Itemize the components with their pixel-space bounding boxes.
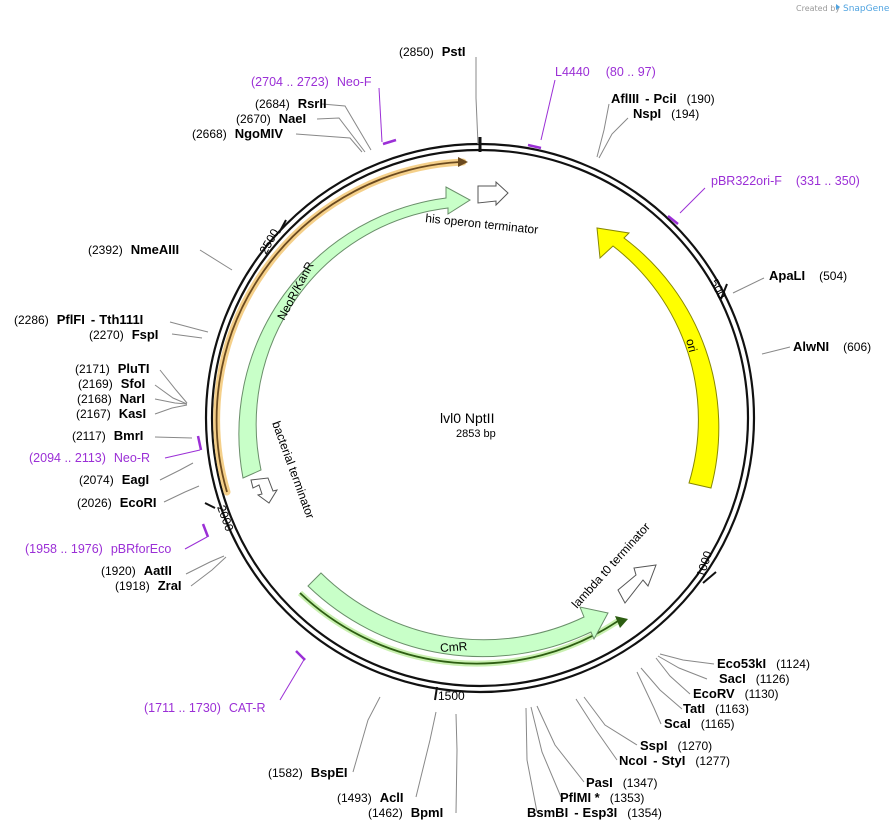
enzyme-sspi: SspI(1270) xyxy=(640,738,712,753)
snapgene-logo-icon xyxy=(836,4,840,10)
primer-neo-f: (2704 .. 2723)Neo-F xyxy=(251,75,372,89)
enzyme-pluti: (2171)PluTI xyxy=(75,361,149,376)
ori-label: ori xyxy=(683,337,700,354)
primer-pbr322ori-f: pBR322ori-F(331 .. 350) xyxy=(711,174,860,188)
enzyme-saci: SacI(1126) xyxy=(719,671,790,686)
ori-arrow xyxy=(596,227,720,489)
his-operon-terminator-label: his operon terminator xyxy=(425,211,539,237)
credit-prefix: Created by xyxy=(796,4,840,13)
lambda-t0-terminator-label: lambda t0 terminator xyxy=(569,520,653,611)
cmr-binding-line xyxy=(299,592,619,665)
neo-binding-region-arrowhead xyxy=(458,157,468,167)
primer-marks xyxy=(196,138,679,661)
enzyme-nari: (2168)NarI xyxy=(77,391,145,406)
tick-label-2000: 2000 xyxy=(214,503,236,533)
enzyme-nmeaiii: (2392)NmeAIII xyxy=(88,242,179,257)
enzyme-fspi: (2270)FspI xyxy=(89,327,158,342)
enzyme-pflfi-tth111i: (2286)PflFI-Tth111I xyxy=(14,312,143,327)
tick-2000: 2000 xyxy=(204,502,237,533)
enzyme-tati: TatI(1163) xyxy=(683,701,749,716)
leader-lines xyxy=(154,57,791,814)
primer-pbrforeco: (1958 .. 1976)pBRforEco xyxy=(25,542,171,556)
tick-label-1500: 1500 xyxy=(438,689,465,703)
bacterial-terminator-arrow xyxy=(250,477,279,504)
enzyme-scai: ScaI(1165) xyxy=(664,716,735,731)
enzyme-pasi: PasI(1347) xyxy=(586,775,657,790)
enzyme-ecorv: EcoRV(1130) xyxy=(693,686,778,701)
cmr-binding-arrowhead xyxy=(615,616,628,628)
bacterial-terminator-label: bacterial terminator xyxy=(269,419,317,520)
enzyme-psti: (2850)PstI xyxy=(399,44,466,59)
cmr-label: CmR xyxy=(440,639,469,655)
neo-binding-region-line xyxy=(215,161,461,493)
enzyme-acli: (1493)AclI xyxy=(337,790,404,805)
enzyme-sfoi: (2169)SfoI xyxy=(78,376,145,391)
enzyme-rsrii: (2684)RsrII xyxy=(255,96,327,111)
enzyme-alwni: AlwNI(606) xyxy=(793,339,871,354)
enzyme-bmri: (2117)BmrI xyxy=(72,428,143,443)
enzyme-naei: (2670)NaeI xyxy=(236,111,306,126)
enzyme-nspi: NspI(194) xyxy=(633,106,699,121)
tick-1000: 1000 xyxy=(694,549,717,584)
lambda-t0-terminator-arrow xyxy=(617,564,657,604)
his-operon-terminator-arrow xyxy=(477,180,509,207)
enzyme-bspei: (1582)BspEI xyxy=(268,765,348,780)
neor-kanr-arrow xyxy=(238,186,471,479)
primer-leader-lines xyxy=(164,79,706,701)
enzyme-ngomiv: (2668)NgoMIV xyxy=(192,126,283,141)
enzyme-kasi: (2167)KasI xyxy=(76,406,146,421)
primer-cat-r: (1711 .. 1730)CAT-R xyxy=(144,701,265,715)
enzyme-apali: ApaLI(504) xyxy=(769,268,847,283)
enzyme-eagi: (2074)EagI xyxy=(79,472,149,487)
enzyme-aatii: (1920)AatII xyxy=(101,563,172,578)
neor-kanr-label: NeoR/KanR xyxy=(274,259,317,322)
enzyme-ncoi-styi: NcoI-StyI(1277) xyxy=(619,753,730,768)
enzyme-labels: (2850)PstI AflIII-PciI(190) NspI(194) (2… xyxy=(14,44,871,820)
primer-l4440: L4440(80 .. 97) xyxy=(555,65,656,79)
enzyme-eco53ki: Eco53kI(1124) xyxy=(717,656,810,671)
enzyme-bsmbi-esp3i: BsmBI-Esp3I(1354) xyxy=(527,805,662,820)
primer-labels: (2704 .. 2723)Neo-F L4440(80 .. 97) pBR3… xyxy=(25,65,860,715)
cmr-arrow xyxy=(307,572,609,658)
enzyme-afliii-pcii: AflIII-PciI(190) xyxy=(611,91,715,106)
enzyme-bpmi: (1462)BpmI xyxy=(368,805,443,820)
enzyme-pflmi: PflMI *(1353) xyxy=(560,790,644,805)
plasmid-name: lvl0 NptII xyxy=(440,410,494,426)
tick-1500: 1500 xyxy=(434,686,465,703)
enzyme-ecori: (2026)EcoRI xyxy=(77,495,157,510)
plasmid-length: 2853 bp xyxy=(456,428,496,440)
credit-brand: SnapGene xyxy=(843,4,890,14)
enzyme-zrai: (1918)ZraI xyxy=(115,578,182,593)
primer-neo-r: (2094 .. 2113)Neo-R xyxy=(29,451,150,465)
